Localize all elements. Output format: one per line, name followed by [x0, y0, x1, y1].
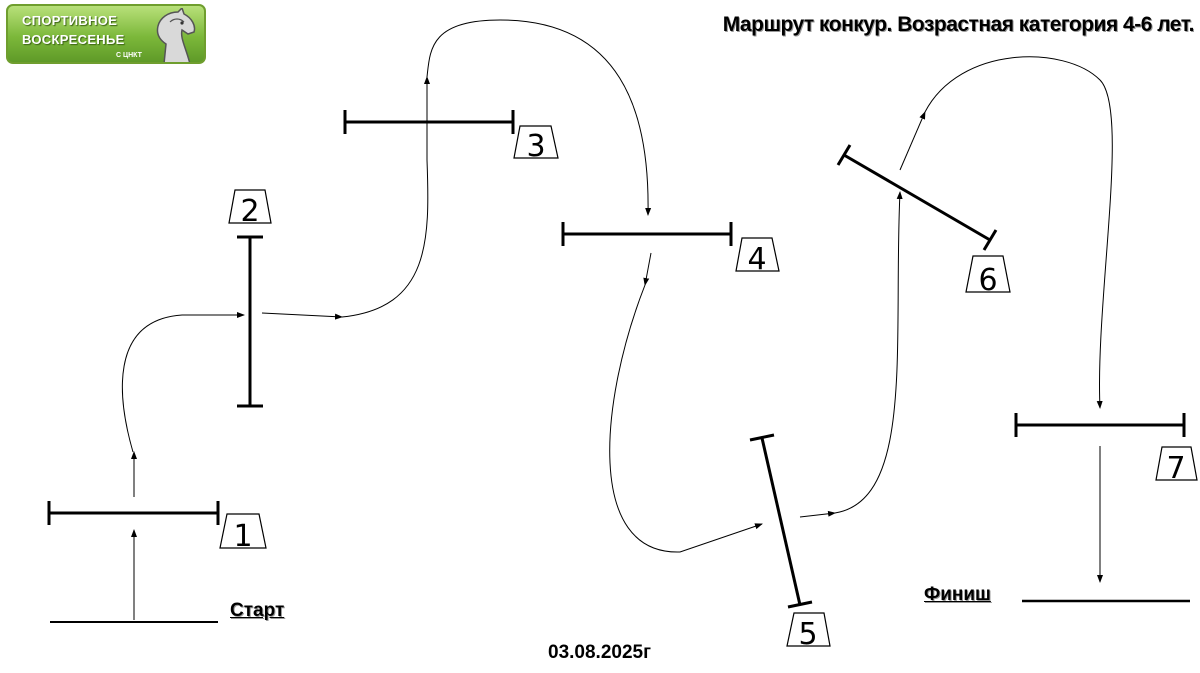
obstacle-number-1: 1: [233, 519, 252, 554]
obstacle-number-6: 6: [978, 263, 997, 298]
obstacle-number-7: 7: [1166, 451, 1185, 486]
obstacle-4: [561, 222, 733, 246]
obstacle-1: [47, 501, 220, 525]
obstacle-2: [237, 235, 263, 408]
logo-line-2: ВОСКРЕСЕНЬЕ: [22, 32, 125, 47]
obstacle-7: [1014, 413, 1186, 437]
obstacle-number-5: 5: [798, 617, 817, 652]
obstacle-5: [749, 433, 813, 609]
date-label: 03.08.2025г: [548, 642, 652, 663]
finish-label: Финиш: [924, 584, 991, 605]
obstacle-number-2: 2: [240, 194, 259, 229]
logo-badge: СПОРТИВНОЕ ВОСКРЕСЕНЬЕ С ЦНКТ: [6, 4, 206, 64]
obstacle-number-4: 4: [747, 242, 766, 277]
route-path: [121, 19, 1113, 583]
logo-line-3: С ЦНКТ: [116, 52, 142, 59]
obstacle-6: [836, 144, 998, 251]
start-label: Старт: [230, 600, 285, 621]
page-title: Маршрут конкур. Возрастная категория 4-6…: [722, 13, 1195, 36]
horse-head-icon: [156, 8, 196, 62]
logo-line-1: СПОРТИВНОЕ: [22, 13, 118, 28]
obstacle-3: [343, 110, 515, 134]
obstacle-number-3: 3: [526, 129, 545, 164]
